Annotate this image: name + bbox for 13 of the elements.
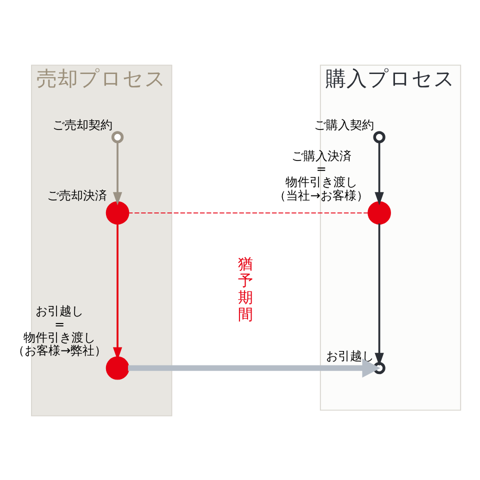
node-label: 物件引き渡し xyxy=(285,174,358,189)
node-label: ご購入契約 xyxy=(314,118,374,132)
node-label: = xyxy=(316,162,326,176)
node-label: = xyxy=(54,316,65,331)
node-label: 物件引き渡し xyxy=(24,330,96,344)
node-label: お引越し xyxy=(326,348,374,363)
label: 猶予期間 xyxy=(238,254,254,323)
node-label: （当社→お客様） xyxy=(274,188,368,202)
node-label: （お客様→弊社） xyxy=(12,342,107,357)
node-label: ご購入決済 xyxy=(291,148,352,163)
node-label: ご売却契約 xyxy=(52,118,112,132)
node-label: お引越し xyxy=(36,304,84,318)
node-label: ご売却決済 xyxy=(46,188,107,202)
